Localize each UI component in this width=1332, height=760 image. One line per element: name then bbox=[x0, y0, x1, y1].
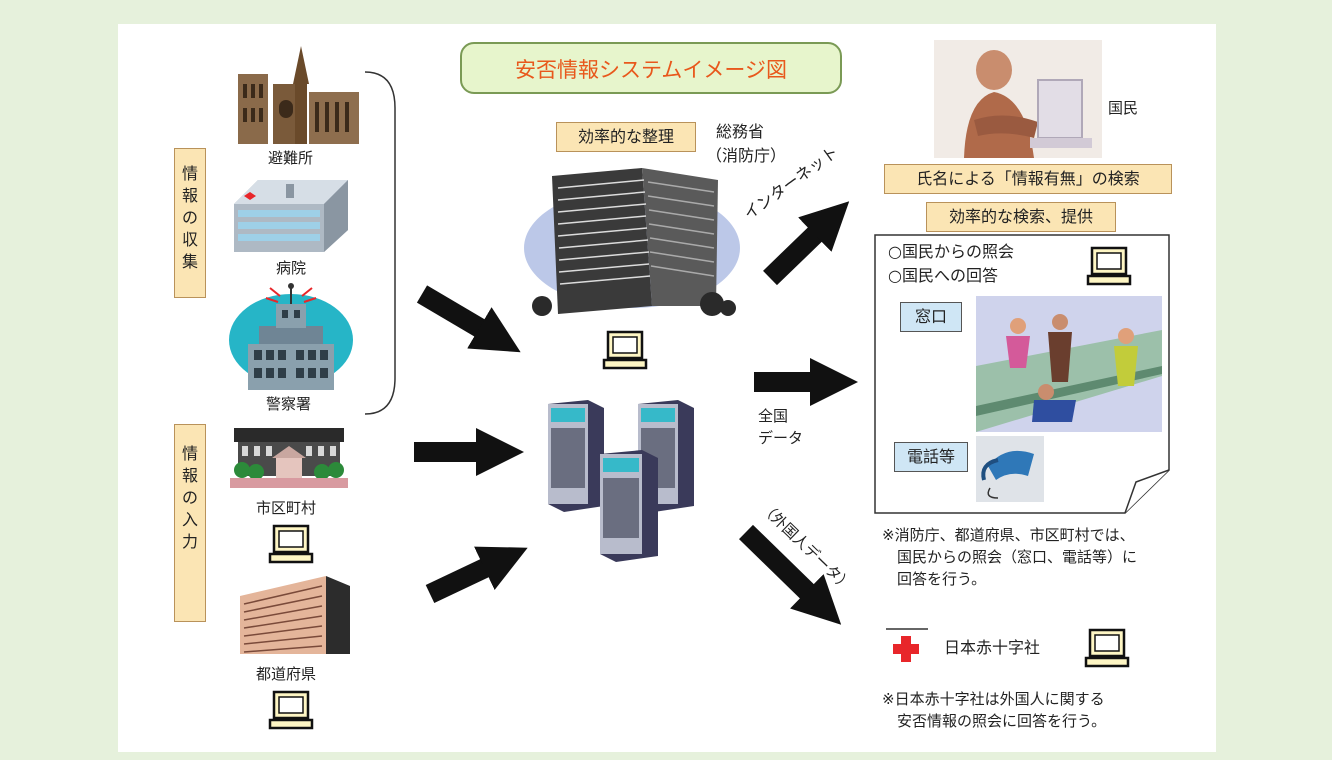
arrow-foreign-data bbox=[739, 524, 842, 625]
red-cross-label: 日本赤十字社 bbox=[944, 638, 1041, 657]
computer-icon bbox=[602, 330, 648, 370]
national-data-label-2: データ bbox=[758, 429, 804, 447]
prefecture-building-icon bbox=[240, 576, 350, 654]
red-cross-icon bbox=[886, 628, 928, 662]
computer-icon bbox=[1086, 246, 1132, 286]
fdma-label: （消防庁） bbox=[706, 146, 787, 165]
prefecture-label: 都道府県 bbox=[256, 665, 317, 683]
national-data-label-1: 全国 bbox=[758, 407, 789, 425]
collect-label: 情報の収集 bbox=[174, 148, 206, 298]
fdma-note-line-3: 回答を行う。 bbox=[882, 570, 987, 588]
computer-icon bbox=[1084, 628, 1130, 668]
computer-icon bbox=[268, 524, 314, 564]
red-cross-note-line-1: ※日本赤十字社は外国人に関する bbox=[882, 690, 1105, 708]
arrows-layer bbox=[414, 201, 859, 625]
red-cross-note-line-2: 安否情報の照会に回答を行う。 bbox=[882, 712, 1107, 730]
police-label: 警察署 bbox=[266, 395, 312, 413]
service-counter-icon bbox=[976, 296, 1162, 432]
collect-bracket bbox=[364, 71, 396, 415]
fdma-note-line-2: 国民からの照会（窓口、電話等）に bbox=[882, 548, 1138, 566]
church-icon bbox=[238, 46, 359, 144]
hospital-icon bbox=[234, 180, 348, 252]
hospital-label: 病院 bbox=[276, 259, 307, 277]
office-worker-icon bbox=[934, 40, 1102, 158]
citizen-label: 国民 bbox=[1108, 99, 1139, 117]
input-label: 情報の入力 bbox=[174, 424, 206, 622]
police-icon bbox=[229, 283, 353, 390]
ministry-label: 総務省 bbox=[716, 122, 765, 141]
inquiry-line-2: ○国民への回答 bbox=[888, 266, 998, 285]
arrow-collect-to-center bbox=[416, 285, 521, 353]
arrow-prefecture-to-servers bbox=[425, 546, 528, 604]
efficient-organization-box: 効率的な整理 bbox=[556, 122, 696, 152]
diagram-canvas: 安否情報システムイメージ図 情報の収集 情報の入力 避難所 病院 bbox=[118, 24, 1216, 752]
diagram-title: 安否情報システムイメージ図 bbox=[460, 42, 842, 94]
name-search-box: 氏名による「情報有無」の検索 bbox=[884, 164, 1172, 194]
telephone-icon bbox=[976, 436, 1044, 502]
server-icon bbox=[548, 400, 694, 562]
window-label: 窓口 bbox=[900, 302, 962, 332]
phone-label: 電話等 bbox=[894, 442, 968, 472]
office-tower-icon bbox=[524, 168, 740, 316]
fdma-note-line-1: ※消防庁、都道府県、市区町村では、 bbox=[882, 526, 1135, 544]
computer-icon bbox=[268, 690, 314, 730]
municipality-label: 市区町村 bbox=[256, 499, 317, 517]
arrow-internet bbox=[763, 201, 850, 286]
municipal-office-icon bbox=[230, 428, 348, 488]
inquiry-line-1: ○国民からの照会 bbox=[888, 242, 1014, 261]
efficient-search-box: 効率的な検索、提供 bbox=[926, 202, 1116, 232]
shelter-label: 避難所 bbox=[268, 149, 314, 167]
